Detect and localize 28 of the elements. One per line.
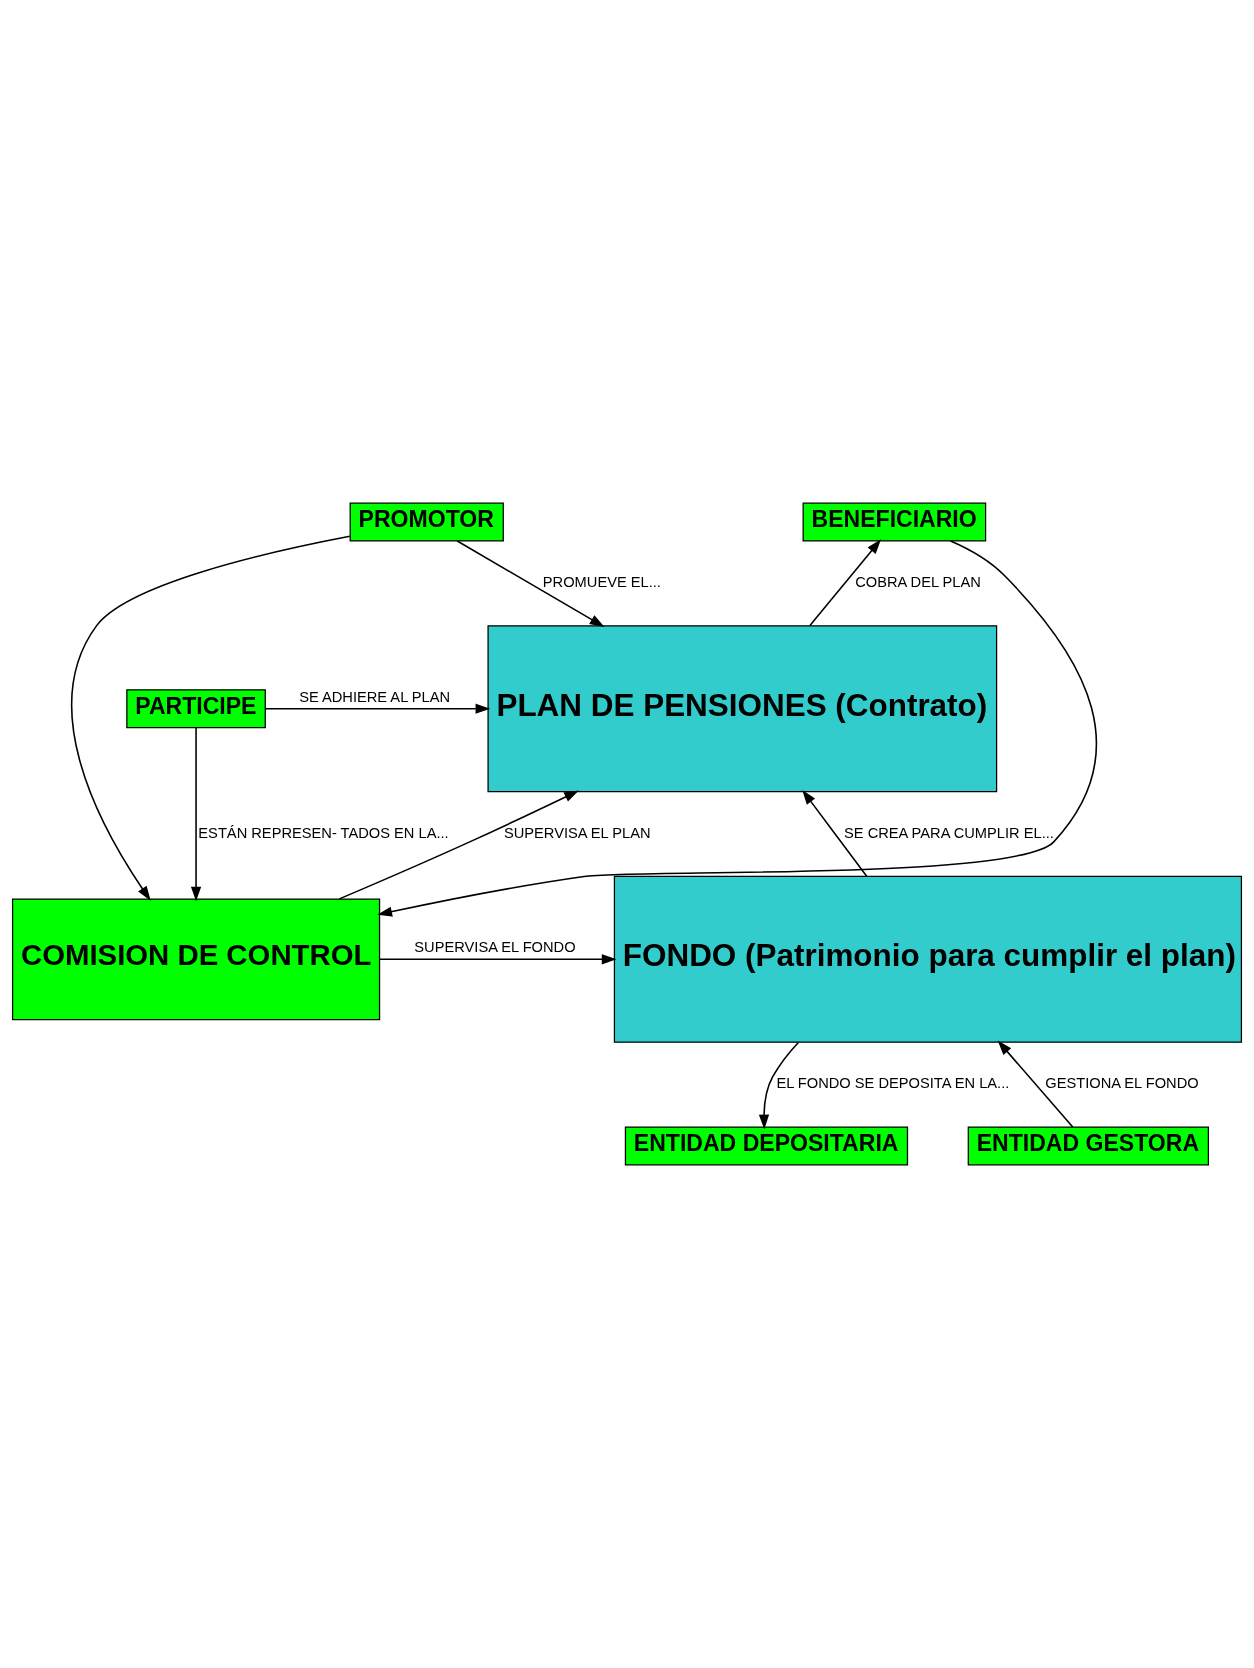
node-box: PARTICIPE <box>126 689 266 729</box>
edge-label: SE CREA PARA CUMPLIR EL... <box>844 824 1054 841</box>
edge-label: COBRA DEL PLAN <box>855 574 981 591</box>
node-box: ENTIDAD GESTORA <box>967 1126 1210 1166</box>
node-box: FONDO (Patrimonio para cumplir el plan) <box>613 875 1243 1043</box>
arrow <box>264 703 491 714</box>
arrow <box>456 540 605 628</box>
edge-label: SUPERVISA EL PLAN <box>503 824 651 841</box>
arrow <box>758 1041 800 1130</box>
arrow <box>377 540 1097 917</box>
node-box: COMISION DE CONTROL <box>11 898 381 1021</box>
edge-label: ESTÁN REPRESEN- TADOS EN LA... <box>198 824 449 841</box>
node-box: ENTIDAD DEPOSITARIA <box>624 1126 909 1166</box>
edge-label: PROMUEVE EL... <box>542 574 661 591</box>
arrow <box>997 1040 1074 1128</box>
edge-label: SUPERVISA EL FONDO <box>414 939 576 956</box>
node-box: BENEFICIARIO <box>802 502 987 542</box>
node-box: PROMOTOR <box>349 502 504 542</box>
arrow <box>809 539 881 627</box>
edge-label: SE ADHIERE AL PLAN <box>299 688 451 705</box>
edge-label: GESTIONA EL FONDO <box>1045 1075 1199 1092</box>
arrow <box>338 790 579 900</box>
arrow <box>379 954 617 965</box>
node-box: PLAN DE PENSIONES (Contrato) <box>487 625 998 793</box>
edge-label: EL FONDO SE DEPOSITA EN LA... <box>776 1075 1010 1092</box>
arrow <box>802 789 868 878</box>
arrow <box>190 726 202 902</box>
arrow <box>71 535 351 901</box>
